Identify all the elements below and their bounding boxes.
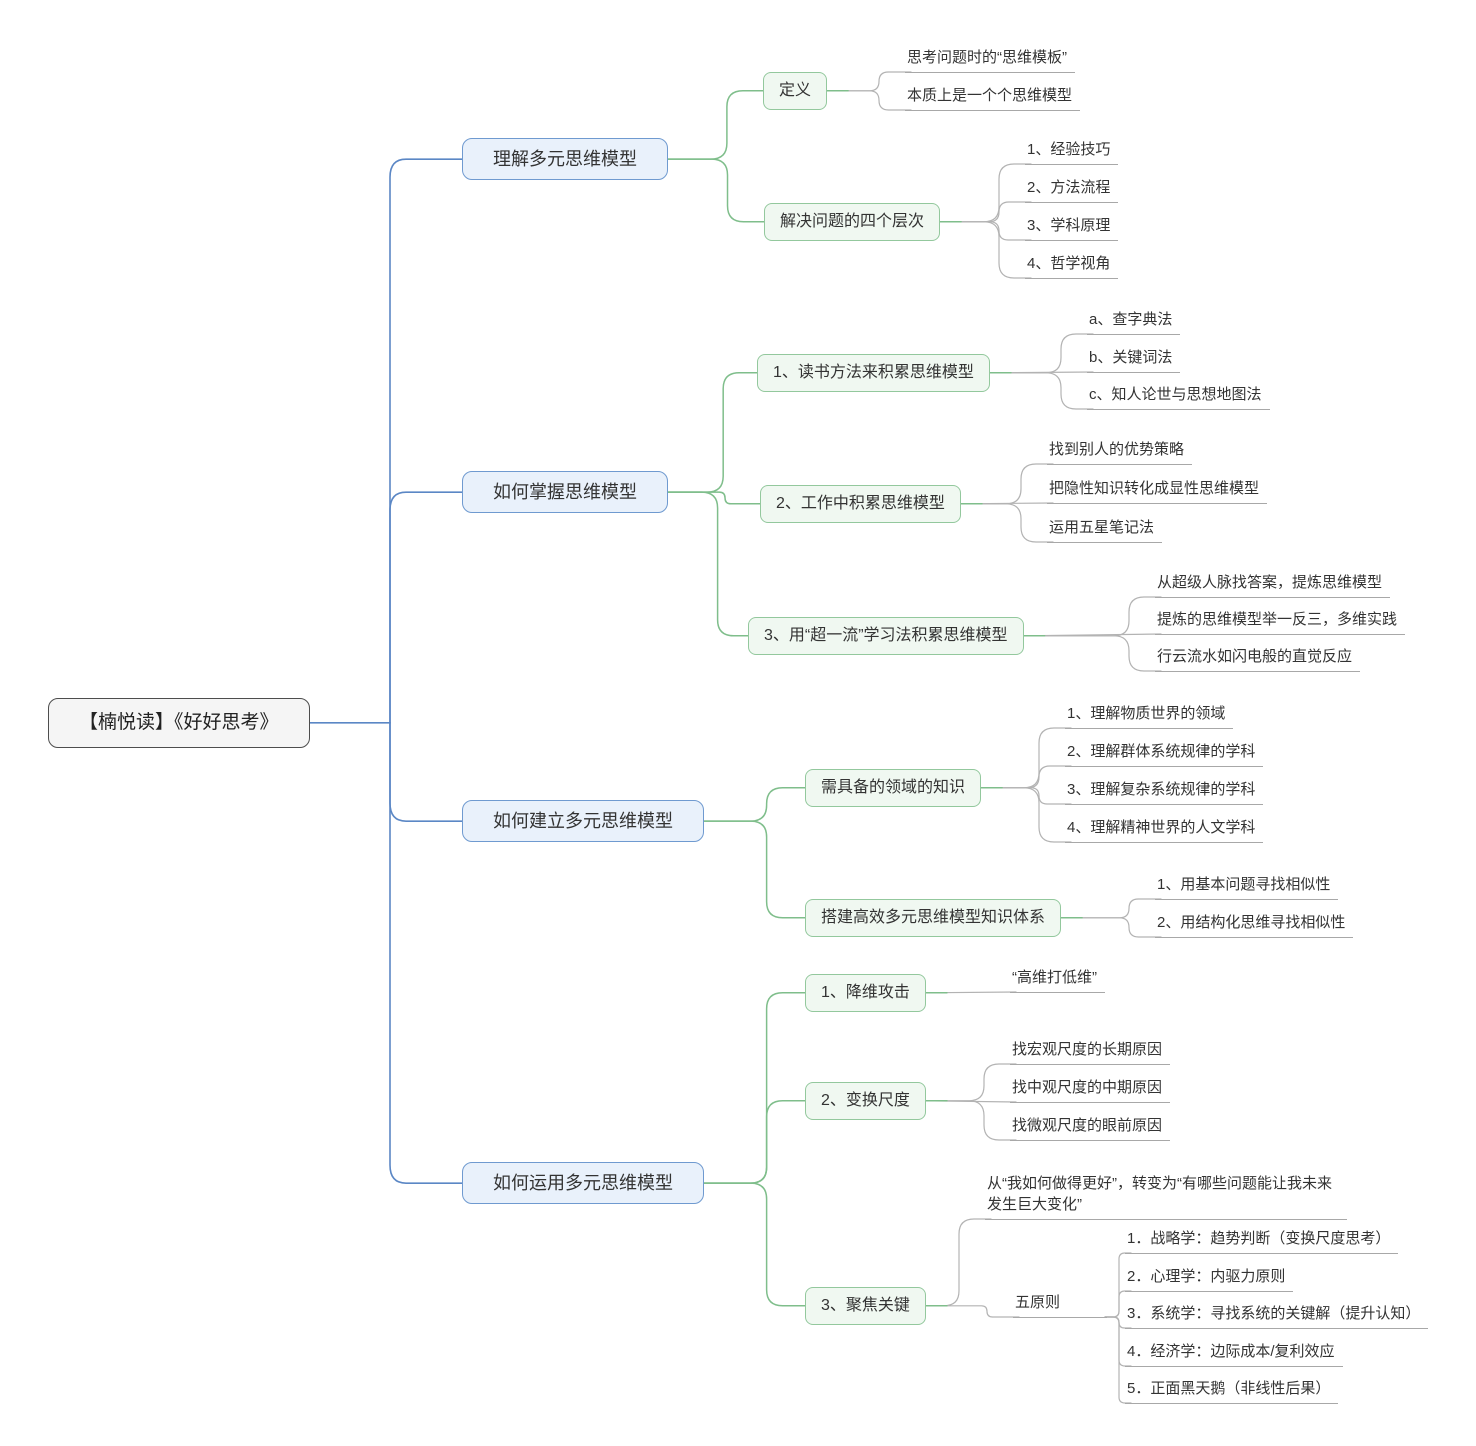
root-topic[interactable]: 【楠悦读】《好好思考》 [48,698,310,748]
leaf-item[interactable]: 找中观尺度的中期原因 [1010,1076,1171,1103]
leaf-item[interactable]: c、知人论世与思想地图法 [1087,383,1270,410]
leaf-item[interactable]: 找微观尺度的眼前原因 [1010,1114,1171,1141]
topic-dimension-attack[interactable]: 1、降维攻击 [805,974,926,1012]
branch-apply-models[interactable]: 如何运用多元思维模型 [462,1162,704,1205]
leaf-item[interactable]: b、关键词法 [1087,346,1181,373]
leaf-item[interactable]: 运用五星笔记法 [1047,516,1163,543]
leaf-item[interactable]: 1、用基本问题寻找相似性 [1155,873,1339,900]
leaf-item[interactable]: 行云流水如闪电般的直觉反应 [1155,645,1361,672]
leaf-item[interactable]: 4、哲学视角 [1025,252,1119,279]
topic-focus-key[interactable]: 3、聚焦关键 [805,1287,926,1325]
topic-work-accumulate[interactable]: 2、工作中积累思维模型 [760,485,961,523]
leaf-item[interactable]: 3、学科原理 [1025,214,1119,241]
topic-scale-shift[interactable]: 2、变换尺度 [805,1082,926,1120]
leaf-item[interactable]: 2、方法流程 [1025,176,1119,203]
leaf-item[interactable]: 本质上是一个个思维模型 [905,84,1081,111]
leaf-item[interactable]: 5．正面黑天鹅（非线性后果） [1125,1377,1339,1404]
topic-required-domains[interactable]: 需具备的领域的知识 [805,769,982,807]
leaf-item[interactable]: 思考问题时的“思维模板” [905,46,1075,73]
topic-definition[interactable]: 定义 [763,72,828,110]
leaf-item[interactable]: 提炼的思维模型举一反三，多维实践 [1155,608,1406,635]
leaf-item[interactable]: 从超级人脉找答案，提炼思维模型 [1155,571,1391,598]
leaf-item[interactable]: a、查字典法 [1087,308,1181,335]
topic-super-learning[interactable]: 3、用“超一流”学习法积累思维模型 [748,617,1024,655]
leaf-item[interactable]: 1、理解物质世界的领域 [1065,702,1234,729]
leaf-item[interactable]: 2、用结构化思维寻找相似性 [1155,911,1354,938]
branch-master-models[interactable]: 如何掌握思维模型 [462,471,668,514]
leaf-item[interactable]: 找到别人的优势策略 [1047,438,1193,465]
leaf-item[interactable]: 4．经济学：边际成本/复利效应 [1125,1340,1343,1367]
leaf-item[interactable]: “高维打低维” [1010,966,1105,993]
branch-understand-models[interactable]: 理解多元思维模型 [462,138,668,181]
leaf-item[interactable]: 3、理解复杂系统规律的学科 [1065,778,1264,805]
topic-knowledge-system[interactable]: 搭建高效多元思维模型知识体系 [805,899,1062,937]
leaf-item[interactable]: 1、经验技巧 [1025,138,1119,165]
branch-build-models[interactable]: 如何建立多元思维模型 [462,800,704,843]
topic-four-levels[interactable]: 解决问题的四个层次 [764,203,941,241]
leaf-item[interactable]: 1．战略学：趋势判断（变换尺度思考） [1125,1227,1399,1254]
leaf-five-principles[interactable]: 五原则 [1013,1291,1107,1318]
leaf-item[interactable]: 把隐性知识转化成显性思维模型 [1047,477,1268,504]
leaf-item[interactable]: 找宏观尺度的长期原因 [1010,1038,1171,1065]
leaf-item[interactable]: 3．系统学：寻找系统的关键解（提升认知） [1125,1302,1429,1329]
leaf-item[interactable]: 2、理解群体系统规律的学科 [1065,740,1264,767]
leaf-item[interactable]: 4、理解精神世界的人文学科 [1065,816,1264,843]
leaf-item[interactable]: 从“我如何做得更好”，转变为“有哪些问题能让我未来发生巨大变化” [985,1172,1347,1220]
topic-reading-method[interactable]: 1、读书方法来积累思维模型 [757,354,990,392]
leaf-item[interactable]: 2．心理学：内驱力原则 [1125,1265,1294,1292]
